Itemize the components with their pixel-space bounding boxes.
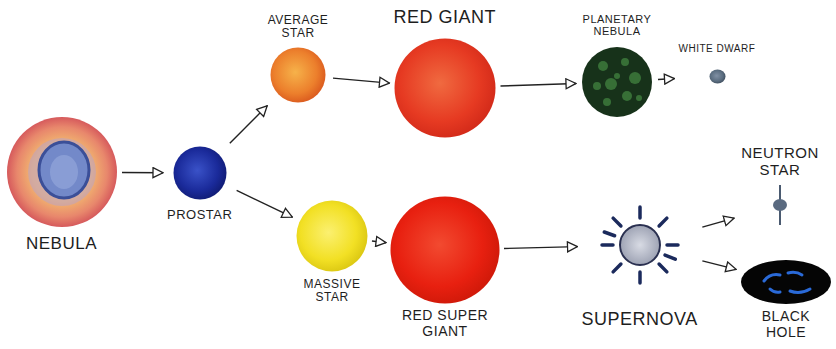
planetary-spot bbox=[614, 73, 620, 79]
stage-node: SUPERNOVA bbox=[582, 205, 699, 330]
evolution-arrow bbox=[122, 172, 163, 174]
star-body bbox=[709, 69, 725, 83]
planetary-spot bbox=[621, 58, 629, 66]
star-body bbox=[395, 39, 496, 138]
stage-label: BLACK HOLE bbox=[751, 309, 821, 340]
supernova-ray bbox=[613, 264, 621, 272]
black-hole-body bbox=[741, 260, 831, 304]
black-hole-shape bbox=[740, 259, 832, 305]
stage-label: NEUTRON STAR bbox=[738, 145, 822, 179]
planetary-spot bbox=[605, 78, 617, 90]
supernova-ray bbox=[604, 232, 614, 236]
node-label-group: RED GIANT bbox=[394, 7, 497, 27]
stage-node: RED SUPER GIANT bbox=[390, 196, 500, 340]
average-star-circle bbox=[270, 47, 326, 103]
nebula-outer bbox=[7, 117, 117, 227]
stage-node: WHITE DWARF bbox=[679, 43, 756, 84]
star-body bbox=[391, 197, 500, 304]
planetary-spot bbox=[636, 95, 642, 101]
nebula-ring bbox=[28, 138, 96, 206]
evolution-arrow bbox=[500, 83, 576, 86]
stage-label: NEBULA bbox=[26, 234, 97, 253]
planetary-spot bbox=[593, 82, 601, 90]
star-body bbox=[174, 147, 227, 200]
supernova-ray bbox=[638, 207, 642, 218]
evolution-arrow bbox=[702, 261, 736, 270]
node-label-group: RED SUPER GIANT bbox=[395, 308, 495, 339]
planetary-spot bbox=[603, 98, 611, 106]
stage-node: BLACK HOLE bbox=[740, 259, 832, 341]
evolution-arrow bbox=[237, 190, 293, 217]
nebula-core-light bbox=[50, 155, 78, 189]
evolution-arrow bbox=[658, 78, 675, 80]
supernova-core bbox=[620, 225, 660, 265]
stage-node: NEUTRON STAR bbox=[738, 145, 822, 225]
stage-node: AVERAGE STAR bbox=[267, 14, 329, 103]
supernova-burst bbox=[600, 205, 680, 285]
black-hole-swirl bbox=[764, 275, 780, 281]
black-hole-swirl bbox=[770, 289, 780, 292]
node-label-group: NEBULA bbox=[26, 234, 97, 253]
red-giant-circle bbox=[394, 38, 496, 138]
neutron-core bbox=[773, 199, 787, 211]
nebula-core bbox=[39, 142, 89, 198]
evolution-arrow bbox=[372, 241, 386, 243]
red-super-giant-circle bbox=[390, 196, 500, 304]
star-body bbox=[297, 201, 368, 272]
node-label-group: PLANETARY NEBULA bbox=[580, 13, 654, 38]
planetary-spot bbox=[629, 72, 641, 84]
stage-label: PROSTAR bbox=[167, 208, 232, 223]
supernova-ray bbox=[659, 264, 667, 272]
supernova-ray bbox=[665, 255, 675, 259]
stage-label: SUPERNOVA bbox=[582, 309, 698, 329]
stage-node: PROSTAR bbox=[167, 146, 233, 223]
planetary-body bbox=[582, 47, 652, 117]
nebula-cloud bbox=[6, 116, 118, 228]
node-label-group: NEUTRON STAR bbox=[738, 145, 822, 179]
node-label-group: SUPERNOVA bbox=[582, 309, 698, 329]
evolution-arrow bbox=[504, 247, 578, 249]
planetary-nebula-blob bbox=[581, 46, 653, 118]
star-body bbox=[271, 48, 326, 103]
stage-label: RED SUPER GIANT bbox=[395, 308, 495, 339]
massive-star-circle bbox=[296, 200, 368, 272]
evolution-arrow bbox=[230, 106, 267, 143]
supernova-ray bbox=[659, 218, 667, 226]
stage-label: RED GIANT bbox=[394, 7, 497, 27]
black-hole-swirl bbox=[790, 289, 810, 293]
supernova-ray bbox=[638, 272, 642, 283]
node-label-group: BLACK HOLE bbox=[751, 309, 821, 340]
stage-node: MASSIVE STAR bbox=[296, 200, 368, 305]
stage-node: NEBULA bbox=[6, 116, 118, 254]
planetary-spot bbox=[622, 91, 632, 101]
black-hole-swirl bbox=[788, 272, 802, 275]
node-label-group: AVERAGE STAR bbox=[267, 14, 329, 41]
supernova-ray bbox=[602, 243, 613, 247]
evolution-arrow bbox=[333, 78, 390, 83]
planetary-spot bbox=[598, 61, 608, 71]
node-label-group: MASSIVE STAR bbox=[301, 278, 363, 305]
stage-label: WHITE DWARF bbox=[679, 43, 756, 54]
stage-label: PLANETARY NEBULA bbox=[580, 13, 654, 38]
supernova-ray bbox=[613, 218, 621, 226]
neutron-star-symbol bbox=[772, 185, 788, 225]
node-label-group: PROSTAR bbox=[167, 208, 232, 223]
stage-label: AVERAGE STAR bbox=[267, 14, 329, 41]
stage-label: MASSIVE STAR bbox=[301, 278, 363, 305]
supernova-ray bbox=[667, 243, 678, 247]
stage-node: RED GIANT bbox=[394, 7, 497, 138]
white-dwarf-dot bbox=[709, 69, 726, 84]
stage-node: PLANETARY NEBULA bbox=[580, 13, 654, 118]
evolution-arrow bbox=[702, 218, 734, 227]
node-label-group: WHITE DWARF bbox=[679, 43, 756, 54]
prostar-circle bbox=[173, 146, 227, 200]
